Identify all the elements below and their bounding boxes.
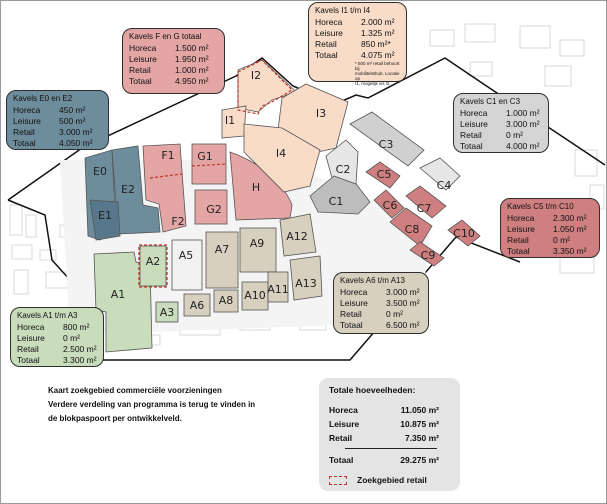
block-a12-label: A12 (286, 230, 308, 243)
block-c8-label: C8 (405, 223, 420, 236)
block-a3-label: A3 (160, 306, 175, 319)
block-f1-f2 (142, 143, 187, 233)
totals-leisure-value: 10.875 m² (400, 419, 439, 429)
block-c7-label: C7 (417, 202, 432, 215)
block-c8 (389, 207, 433, 247)
block-i2-label: I2 (251, 69, 261, 82)
caption-line-1: Kaart zoekgebied commerciële voorziening… (48, 386, 222, 395)
block-f2-label: F2 (171, 215, 184, 228)
box-kavels-a6-a13-title: Kavels A6 t/m A13 (340, 276, 405, 285)
block-e1-label: E1 (98, 209, 112, 222)
block-i1-label: I1 (225, 114, 235, 127)
block-e1 (89, 199, 121, 241)
retail-zone-swatch (329, 475, 347, 485)
box-kavels-i-title: Kavels I1 t/m I4 (315, 6, 371, 15)
block-c4-label: C4 (437, 179, 452, 192)
block-e0-label: E0 (93, 165, 107, 178)
block-a6-label: A6 (190, 299, 205, 312)
block-c3 (349, 111, 425, 167)
block-c10-label: C10 (453, 227, 475, 240)
box-kavels-c1-c3-title: Kavels C1 en C3 (460, 97, 521, 106)
block-g1-label: G1 (197, 150, 213, 163)
block-a9 (239, 227, 277, 273)
totals-total-value: 29.275 m² (400, 455, 439, 465)
block-c6 (373, 189, 405, 219)
block-a2-label: A2 (146, 255, 161, 268)
totals-divider (345, 448, 437, 449)
block-c6-label: C6 (383, 199, 398, 212)
block-a8-label: A8 (219, 294, 234, 307)
block-a12 (279, 213, 317, 257)
block-c7 (405, 185, 447, 219)
block-a2 (139, 245, 167, 287)
totals-panel: Totale hoeveelheden: Horeca 11.050 m² Lei… (319, 378, 460, 491)
block-f1-label: F1 (161, 149, 174, 162)
block-g2 (194, 189, 228, 225)
totals-title: Totale hoeveelheden: (329, 385, 416, 395)
legend: Zoekgebied retail (329, 475, 450, 485)
block-a10-label: A10 (244, 289, 266, 302)
caption-line-3: de blokpaspoort per ontwikkelveld. (48, 414, 182, 423)
legend-label: Zoekgebied retail (357, 475, 427, 485)
block-a8 (213, 289, 239, 313)
block-i4 (243, 123, 321, 193)
block-i3-label: I3 (316, 107, 326, 120)
block-a13-label: A13 (295, 277, 317, 290)
box-kavels-a1-a3-title: Kavels A1 t/m A3 (17, 311, 78, 320)
block-c4 (419, 157, 461, 191)
block-a10 (241, 281, 269, 311)
totals-horeca-label: Horeca (329, 405, 358, 415)
caption-line-2: Verdere verdeling van programma is terug… (48, 400, 256, 409)
block-a6 (183, 293, 211, 317)
box-kavels-i-note-2: mobiliteitshub. Locatie op (355, 71, 400, 81)
block-a3 (155, 301, 179, 323)
block-a13 (289, 255, 323, 301)
block-a7-label: A7 (215, 243, 230, 256)
block-g1 (191, 143, 227, 185)
block-c10 (447, 219, 481, 247)
block-c5-label: C5 (377, 168, 392, 181)
block-c2 (325, 139, 359, 185)
block-c9 (409, 241, 445, 267)
box-kavels-f-g-title: Kavels F en G totaal (129, 32, 202, 41)
box-kavels-e-title: Kavels E0 en E2 (13, 94, 73, 103)
block-c1 (309, 175, 371, 215)
block-c5 (365, 161, 401, 189)
box-kavels-i-note-1: * 500 m² retail behoort bij (355, 61, 400, 71)
totals-total-label: Totaal (329, 455, 354, 465)
totals-horeca-value: 11.050 m² (400, 405, 439, 415)
totals-leisure-label: Leisure (329, 419, 360, 429)
block-a11 (267, 271, 289, 303)
block-a1-label: A1 (111, 288, 126, 301)
box-kavels-i-note-3: I1, mogelijk ivs I2. (355, 81, 391, 86)
block-c9-label: C9 (421, 249, 436, 262)
block-c1-label: C1 (329, 195, 344, 208)
block-a5-label: A5 (179, 249, 194, 262)
block-e2-label: E2 (121, 183, 135, 196)
block-c3-label: C3 (379, 138, 394, 151)
block-a5 (171, 239, 203, 291)
map-caption: Kaart zoekgebied commerciële voorziening… (48, 384, 255, 426)
block-a11-label: A11 (267, 283, 289, 296)
totals-retail-value: 7.350 m² (404, 433, 439, 443)
block-h-label: H (252, 181, 260, 194)
block-i4-label: I4 (276, 147, 286, 160)
block-a7 (205, 231, 239, 289)
totals-retail-label: Retail (329, 433, 353, 443)
block-g2-label: G2 (206, 203, 222, 216)
block-c2-label: C2 (336, 163, 351, 176)
box-kavels-c5-c10-title: Kavels C5 t/m C10 (507, 202, 574, 211)
block-a9-label: A9 (250, 237, 265, 250)
